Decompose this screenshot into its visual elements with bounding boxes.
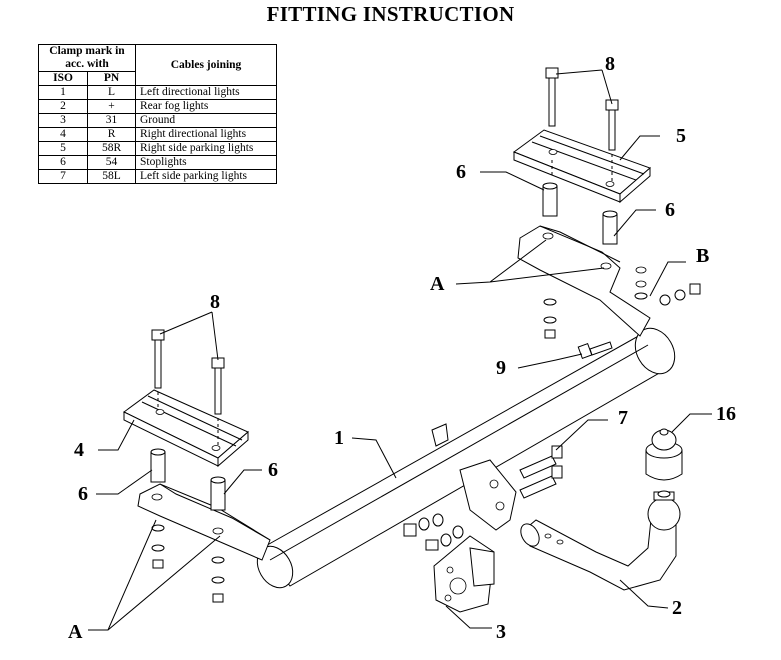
bolts-top: [545, 67, 619, 184]
clamp-plate-top: [512, 129, 651, 204]
callout-plate-left: 4: [74, 439, 84, 461]
cell-desc: Right directional lights: [135, 127, 277, 142]
callout-spacer-top-right: 6: [665, 199, 675, 221]
bracket-left: [137, 483, 271, 561]
bracket-right: [517, 225, 651, 337]
callout-crossbar: 1: [334, 427, 344, 449]
page-title: FITTING INSTRUCTION: [266, 2, 515, 26]
ball-cover: [645, 428, 683, 481]
cell-desc: Left side parking lights: [135, 169, 277, 184]
socket-fasteners: [403, 513, 464, 551]
callout-ball-cover: 16: [716, 403, 736, 425]
leader-lines: [88, 69, 712, 631]
cell-pn: 58L: [87, 169, 136, 184]
callout-bolts-top: 8: [605, 53, 615, 75]
cell-desc: Right side parking lights: [135, 141, 277, 156]
callout-bolts-7: 7: [618, 407, 628, 429]
tow-mount-bracket: [431, 423, 517, 531]
clamp-plate-left: [123, 389, 249, 468]
callout-mark-a-bottom: A: [68, 621, 83, 643]
cable-clamp-table: Clamp mark in acc. with Cables joining I…: [37, 44, 277, 184]
callout-plate-top: 5: [676, 125, 686, 147]
callout-spacer-left-a: 6: [78, 483, 88, 505]
callout-spacer-left-b: 6: [268, 459, 278, 481]
callout-bolt-9: 9: [496, 357, 506, 379]
bolts-left: [151, 329, 225, 446]
cell-iso: 4: [37, 127, 89, 142]
callout-mark-b: B: [696, 245, 709, 267]
callout-tow-arm: 2: [672, 597, 682, 619]
crossbar-tube: [256, 327, 676, 589]
nuts-washers: [151, 283, 701, 603]
tow-ball: [647, 490, 681, 531]
callout-spacer-top-left: 6: [456, 161, 466, 183]
callout-socket-plate: 3: [496, 621, 506, 643]
callout-bolts-left: 8: [210, 291, 220, 313]
callout-mark-a-top: A: [430, 273, 445, 295]
header-pn: PN: [87, 71, 136, 86]
cell-pn: 58R: [87, 141, 136, 156]
socket-plate: [433, 535, 495, 613]
cell-iso: 7: [37, 169, 89, 184]
bolt-9: [577, 341, 613, 359]
header-clamp-mark: Clamp mark in acc. with: [38, 44, 136, 72]
header-cables-joining: Cables joining: [135, 44, 277, 86]
bolts-7: [519, 445, 563, 499]
spacers: [150, 182, 618, 511]
